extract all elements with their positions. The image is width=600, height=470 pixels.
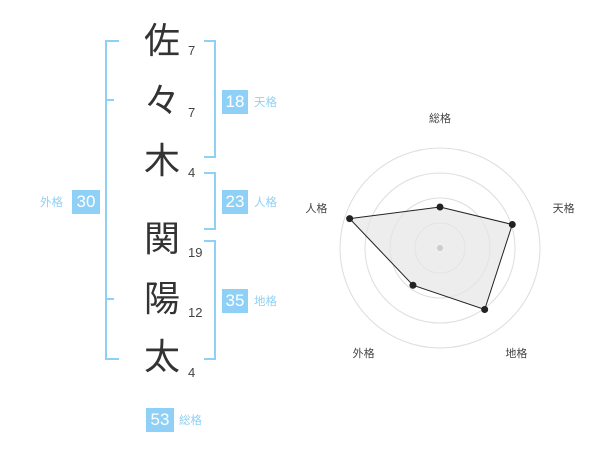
chikaku-label: 地格 (254, 294, 277, 308)
radar-axis-label-4: 外格 (353, 346, 375, 360)
radar-axis-label-2: 天格 (553, 201, 575, 215)
name-char-1: 佐 (143, 21, 180, 62)
name-char-5: 陽 (143, 279, 180, 320)
stroke-count-5: 12 (188, 305, 203, 320)
gaikaku-label: 外格 (40, 195, 63, 209)
radar-area (348, 206, 513, 311)
name-char-2: 々 (143, 81, 180, 122)
tenkaku-label: 天格 (254, 95, 277, 109)
stroke-count-2: 7 (188, 105, 196, 120)
radar-point-5 (346, 215, 354, 223)
jinkaku-label: 人格 (254, 195, 277, 209)
radar-point-1 (436, 203, 444, 211)
name-char-3: 木 (143, 141, 180, 182)
name-char-6: 太 (143, 337, 180, 378)
radar-point-3 (481, 305, 489, 313)
radar-axis-label-3: 地格 (505, 346, 527, 360)
radar-point-4 (409, 281, 417, 289)
stroke-count-1: 7 (188, 43, 196, 58)
radar-axis-label-5: 人格 (305, 201, 327, 215)
radar-axis-label-1: 総格 (429, 111, 451, 125)
radar-ring-4 (339, 147, 541, 349)
tenkaku-value: 18 (222, 90, 248, 114)
stroke-count-6: 4 (188, 365, 196, 380)
chikaku-value: 35 (222, 289, 248, 313)
stroke-count-4: 19 (188, 245, 203, 260)
gaikaku-value: 30 (72, 190, 100, 214)
soukaku-label: 総格 (179, 413, 202, 427)
radar-center-dot (437, 245, 443, 251)
jinkaku-value: 23 (222, 190, 248, 214)
name-char-4: 関 (143, 219, 180, 260)
soukaku-value: 53 (146, 408, 174, 432)
stroke-count-3: 4 (188, 165, 196, 180)
radar-ring-3 (364, 172, 516, 324)
radar-point-2 (508, 221, 516, 229)
